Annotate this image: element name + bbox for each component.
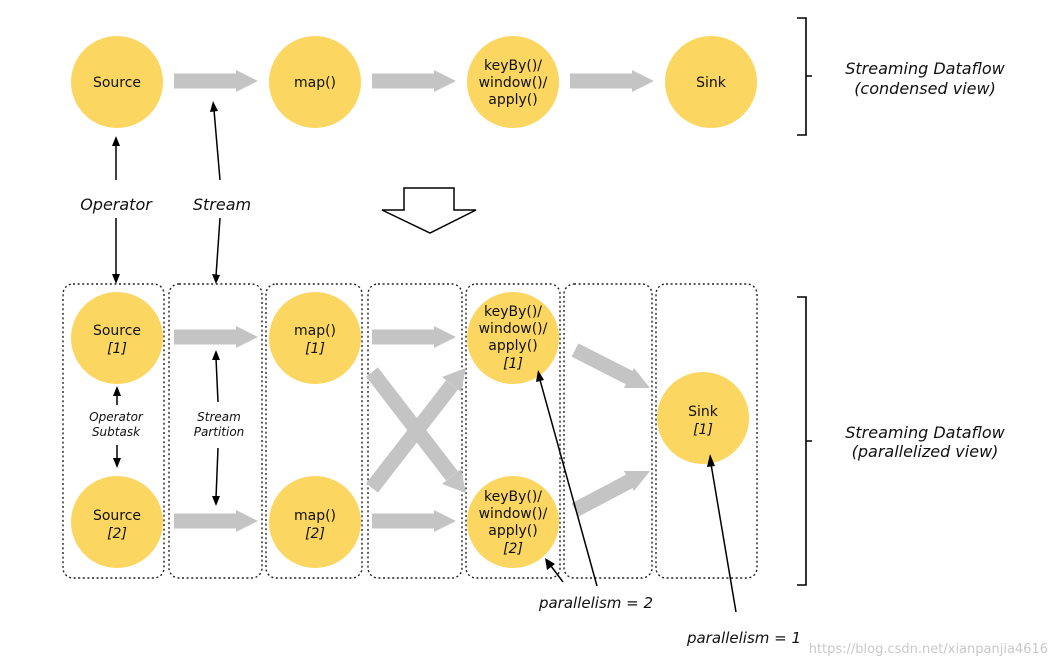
condensed-map-label: map() [294,75,336,91]
condensed-flow-arrow-1 [174,70,258,92]
parallel-sink-1-label: Sink [688,404,719,420]
parallel-map-2: map() [2] [269,476,361,568]
parallel-flow-map2-window2 [372,510,456,532]
watermark-text: https://blog.csdn.net/xianpanjia4616 [809,642,1048,657]
condensed-view: Source map() keyBy()/ window()/ apply() … [71,17,1006,136]
parallel-flow-source1-map1 [174,326,258,348]
parallel-window-2: keyBy()/ window()/ apply() [2] [467,476,559,568]
condensed-map-node [269,36,361,128]
column-box-shuffle [367,283,463,579]
parallel-map-1-label: map() [294,323,336,339]
parallel-window-1-label-line1: keyBy()/ [484,304,542,320]
parallelism-2-pointers [536,370,598,587]
operator-subtask-pointer [113,386,121,468]
stream-label: Stream [193,195,251,214]
condensed-window-node [467,36,559,128]
condensed-window-label-line1: keyBy()/ [484,58,542,74]
operator-pointer [112,136,120,284]
parallel-flow-map1-window2 [366,367,466,493]
parallel-source-2-label: Source [93,508,141,524]
parallel-map-2-index: [2] [305,526,325,542]
parallel-source-1-index: [1] [107,341,127,357]
stream-partition-pointer [212,350,220,506]
parallel-source-1-label: Source [93,323,141,339]
parallel-flow-map2-window1 [366,368,466,493]
condensed-window-label-line3: apply() [488,92,537,108]
parallel-sink-1: Sink [1] [657,372,749,464]
parallel-window-1-label-line3: apply() [488,338,537,354]
condensed-flow-arrow-3 [570,70,654,92]
parallel-window-2-label-line1: keyBy()/ [484,489,542,505]
operator-label: Operator [80,195,153,214]
condensed-sink-label: Sink [696,75,727,91]
parallel-source-2-index: [2] [107,526,127,542]
column-box-stream [168,283,263,579]
column-box-map [265,283,363,579]
parallel-source-2: Source [2] [71,476,163,568]
column-box-to-sink [563,283,653,579]
parallel-columns [62,283,758,579]
parallel-flow-window2-sink [571,471,650,517]
parallel-window-1: keyBy()/ window()/ apply() [1] [467,292,559,384]
parallel-sink-1-index: [1] [693,422,713,438]
condensed-window-label-line2: window()/ [479,75,548,91]
parallel-window-2-label-line3: apply() [488,523,537,539]
parallelized-brace [797,296,812,586]
parallel-source-1: Source [1] [71,292,163,384]
parallel-window-1-label-line2: window()/ [479,321,548,337]
stream-partition-label-line1: Stream [197,410,241,424]
stream-partition-label-line2: Partition [194,425,245,439]
condensed-source-label: Source [93,75,141,91]
condensed-flow-arrow-2 [372,70,456,92]
parallel-flow-window1-sink [571,343,650,388]
parallelism-2-label: parallelism = 2 [538,594,653,612]
condensed-source-node [71,36,163,128]
parallel-map-1-index: [1] [305,341,325,357]
transition-arrow-icon [381,187,477,234]
parallelism-1-label: parallelism = 1 [686,629,801,647]
operator-subtask-label-line2: Subtask [92,425,141,439]
parallelism-1-pointer [707,454,737,613]
parallel-flow-map1-window1 [372,326,456,348]
condensed-sink-node [665,36,757,128]
parallelized-side-label-line1: Streaming Dataflow [845,423,1005,442]
condensed-brace [797,17,812,136]
parallelized-side-label-line2: (parallelized view) [852,442,999,461]
column-box-window [465,283,561,579]
condensed-side-label-line2: (condensed view) [854,79,996,98]
parallel-window-1-index: [1] [503,356,523,372]
parallel-map-1: map() [1] [269,292,361,384]
stream-pointer [210,101,221,284]
parallel-window-2-label-line2: window()/ [479,506,548,522]
parallel-window-2-index: [2] [503,541,523,557]
condensed-side-label-line1: Streaming Dataflow [845,59,1005,78]
operator-subtask-label-line1: Operator [89,410,144,424]
parallel-map-2-label: map() [294,508,336,524]
parallel-flow-source2-map2 [174,510,258,532]
